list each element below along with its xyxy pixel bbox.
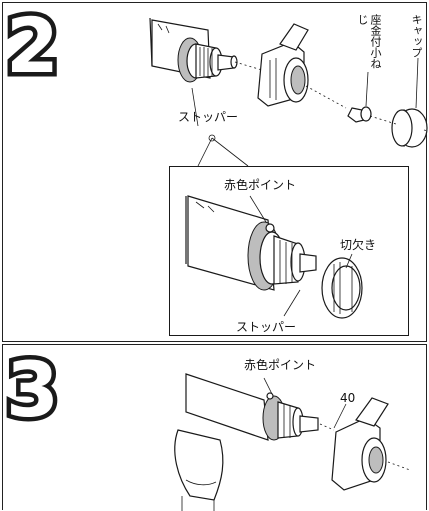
step3-valve-stem xyxy=(262,392,319,441)
red-point-marker xyxy=(265,223,275,233)
detail-notch-label: 切欠き xyxy=(340,238,377,252)
detail-stopper-label: ストッパー xyxy=(236,320,297,334)
detail-red-point-label: 赤色ポイント xyxy=(224,178,297,192)
detail-stopper-ring xyxy=(321,257,363,319)
detail-valve-stem xyxy=(247,221,317,291)
step3-40-label: 40 xyxy=(340,391,356,405)
valve-stem xyxy=(177,37,238,83)
cap-part xyxy=(391,108,428,148)
detail-inset xyxy=(169,166,409,336)
washer-screw xyxy=(347,106,372,123)
washer-screw-label: 座金付小ねじ xyxy=(356,14,382,69)
step3-handle-body xyxy=(174,373,269,511)
red-point-marker xyxy=(266,392,274,400)
step3-red-point-label: 赤色ポイント xyxy=(244,358,317,372)
step3-stopper-part xyxy=(331,397,389,491)
stopper-label: ストッパー xyxy=(178,110,239,124)
step-2-number: 2 xyxy=(2,1,64,90)
step-3-number: 3 xyxy=(2,345,64,434)
cap-label: キャップ xyxy=(410,14,423,58)
stopper-part xyxy=(257,23,309,107)
